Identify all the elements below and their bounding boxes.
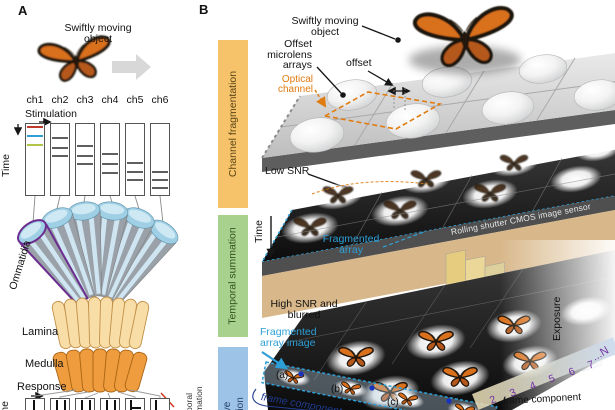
- stim-event-green: [27, 144, 43, 147]
- sensor-edge-band: [262, 196, 615, 276]
- fragmented-array-label: Fragmented array: [322, 233, 380, 256]
- ommatidia-fan: [17, 201, 179, 307]
- time-axis-label-a: Time: [0, 154, 12, 177]
- channel-label-ch6: ch6: [151, 94, 169, 106]
- panel-a-label: A: [18, 3, 28, 18]
- cmos-sensor: [261, 138, 615, 318]
- channel-label-ch1: ch1: [26, 94, 44, 106]
- channel-label-ch2: ch2: [51, 94, 69, 106]
- offset-label: offset: [346, 57, 372, 69]
- stim-event-blue: [27, 135, 43, 138]
- optical-channel-outline: [314, 89, 443, 130]
- response-column-ch1: [25, 398, 45, 410]
- panel-a-moving-object: [36, 34, 151, 86]
- stim-column-ch3: [75, 123, 95, 196]
- stage-bar-temporal-summation: Temporal summation: [218, 215, 248, 337]
- motion-arrow-icon: [112, 54, 151, 80]
- stim-to-ommatidia-connectors: [32, 195, 164, 224]
- response-column-ch6: [150, 398, 170, 410]
- stim-column-ch4: [100, 123, 120, 196]
- frame-marker-b: (b): [331, 384, 344, 395]
- butterfly-shadow: [409, 46, 521, 74]
- frame-component-swoosh: [252, 388, 312, 410]
- stim-column-ch5: [125, 123, 145, 196]
- fragmented-image-arrow: [261, 351, 289, 370]
- sensor-body-face: [262, 210, 615, 318]
- ommatidium-highlighted: [17, 219, 89, 307]
- response-time-label: Time: [0, 401, 11, 410]
- stimulation-label: Stimulation: [25, 108, 77, 120]
- high-snr-label: High SNR and blurred: [270, 298, 338, 321]
- frame-marker-dots: [298, 371, 452, 404]
- frame-marker-a: (a): [276, 370, 289, 381]
- plate-front-edge: [262, 110, 615, 172]
- response-column-ch2: [50, 398, 70, 410]
- low-snr-label: Low SNR: [265, 165, 310, 177]
- moving-object-label-a: Swiftly moving object: [64, 22, 132, 45]
- exposure-label: Exposure: [551, 296, 563, 341]
- stage-bar-channel-fragmentation: Channel fragmentation: [218, 40, 248, 208]
- frame-number-strip: [472, 337, 615, 410]
- fragmented-array-image-label: Fragmented array image: [260, 326, 317, 349]
- output-image-plane: [264, 240, 615, 410]
- frame-marker-c: (c): [387, 397, 399, 408]
- lamina-cells: [51, 296, 150, 350]
- stim-column-ch1: [25, 123, 45, 196]
- fragmented-array-leader: [382, 231, 425, 248]
- sensor-image-plane: [262, 149, 615, 262]
- stim-column-ch6: [150, 123, 170, 196]
- channel-label-ch5: ch5: [126, 94, 144, 106]
- response-label: Response: [17, 381, 67, 393]
- lamina-label: Lamina: [22, 326, 59, 338]
- time-label-b: Time: [253, 220, 265, 243]
- response-column-ch4: [100, 398, 120, 410]
- microlens-domes: [289, 54, 615, 153]
- panel-a-side-label: Temporal summation: [184, 386, 204, 410]
- optical-channel-label: Optical channel: [277, 74, 313, 95]
- panel-b-label: B: [199, 2, 209, 17]
- stage-bar-reconstruction: [218, 347, 248, 410]
- upper-microlens-plate: [261, 46, 615, 172]
- offset-microlens-label: Offset microlens arrays: [267, 38, 312, 71]
- stim-column-ch2: [50, 123, 70, 196]
- channel-label-ch3: ch3: [76, 94, 94, 106]
- offset-indicator: [367, 70, 411, 112]
- stage-bar-reconstruction-label: Compressive reconstruction: [221, 397, 247, 410]
- medulla-cells: [52, 348, 148, 393]
- stim-event-red: [27, 126, 43, 129]
- moving-object-label-b: Swiftly moving object: [291, 15, 359, 38]
- low-snr-fragmented-images: [281, 138, 615, 244]
- response-column-ch3: [75, 398, 95, 410]
- channel-label-ch4: ch4: [101, 94, 119, 106]
- medulla-label: Medulla: [25, 358, 64, 370]
